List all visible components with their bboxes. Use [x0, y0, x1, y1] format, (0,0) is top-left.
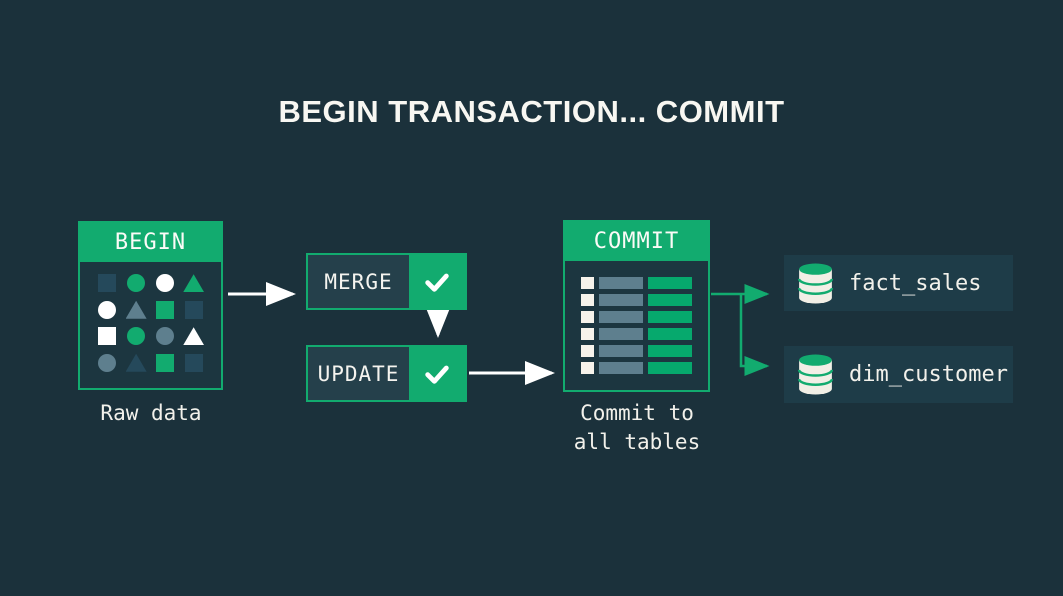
cell-key [581, 311, 594, 323]
cell-mid [599, 294, 643, 306]
square-shape [155, 300, 174, 319]
cell-key [581, 294, 594, 306]
cell-val [648, 328, 692, 340]
circle-shape [127, 274, 146, 293]
begin-box: BEGIN [78, 221, 223, 390]
commit-table [565, 261, 708, 390]
square-shape [184, 300, 203, 319]
triangle-shape [125, 353, 147, 372]
cell-mid [599, 311, 643, 323]
cell-val [648, 277, 692, 289]
circle-shape [155, 327, 174, 346]
cell-key [581, 362, 594, 374]
cell-val [648, 345, 692, 357]
update-step: UPDATE [306, 345, 467, 402]
commit-caption-line1: Commit to [580, 401, 694, 425]
raw-data-caption: Raw data [100, 401, 202, 425]
commit-caption: Commit to all tables [537, 399, 737, 457]
merge-step: MERGE [306, 253, 467, 310]
commit-caption-line2: all tables [573, 430, 701, 454]
update-check-box [409, 347, 465, 400]
circle-shape [98, 353, 117, 372]
square-shape [155, 353, 174, 372]
cell-mid [599, 277, 643, 289]
arrow-commit-dim-customer [739, 294, 770, 376]
page-title: BEGIN TRANSACTION... COMMIT [278, 94, 785, 129]
check-icon [425, 273, 449, 292]
square-shape [98, 274, 117, 293]
commit-header: COMMIT [565, 222, 708, 261]
dim-customer-card: dim_customer [784, 346, 1013, 403]
table-row [581, 277, 692, 289]
square-shape [98, 327, 117, 346]
triangle-shape [183, 327, 205, 346]
database-icon [797, 263, 834, 303]
cell-mid [599, 362, 643, 374]
circle-shape [155, 274, 174, 293]
cell-mid [599, 345, 643, 357]
cell-val [648, 362, 692, 374]
triangle-shape [183, 274, 205, 293]
table-row [581, 345, 692, 357]
circle-shape [127, 327, 146, 346]
triangle-shape [125, 300, 147, 319]
commit-box: COMMIT [563, 220, 710, 392]
table-row [581, 294, 692, 306]
database-icon [797, 354, 834, 395]
cell-key [581, 345, 594, 357]
check-icon [425, 365, 449, 384]
table-name: fact_sales [849, 270, 982, 296]
begin-header: BEGIN [80, 223, 221, 262]
table-row [581, 328, 692, 340]
merge-label: MERGE [308, 255, 409, 308]
cell-val [648, 311, 692, 323]
table-row [581, 311, 692, 323]
table-name: dim_customer [849, 362, 1008, 387]
square-shape [184, 353, 203, 372]
cell-mid [599, 328, 643, 340]
circle-shape [98, 300, 117, 319]
raw-data-grid [80, 262, 221, 388]
cell-key [581, 277, 594, 289]
cell-val [648, 294, 692, 306]
table-row [581, 362, 692, 374]
cell-key [581, 328, 594, 340]
merge-check-box [409, 255, 465, 308]
update-label: UPDATE [308, 347, 409, 400]
fact-sales-card: fact_sales [784, 255, 1013, 311]
